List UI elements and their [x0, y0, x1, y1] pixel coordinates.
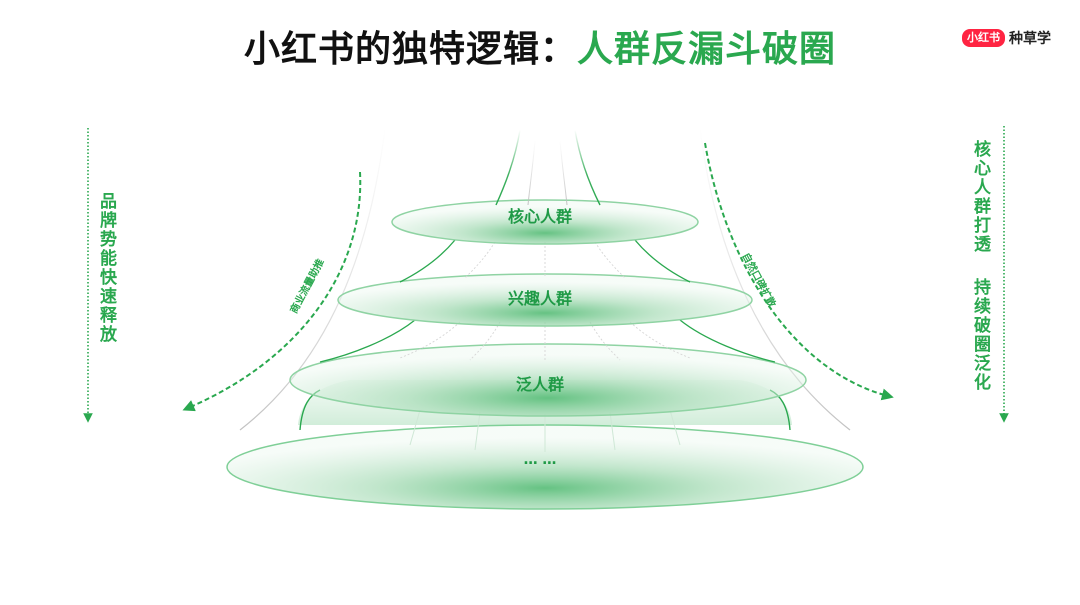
left-axis-label: 品牌势能快速释放: [96, 192, 116, 344]
page-title: 小红书的独特逻辑：人群反漏斗破圈: [0, 28, 1080, 72]
brand-name: 种草学: [1009, 31, 1051, 47]
right-curve-arrow: [704, 142, 894, 401]
ring-1-disc: [391, 199, 699, 245]
title-highlight: 人群反漏斗破圈: [577, 29, 837, 70]
ring-label-core: 核心人群: [507, 207, 572, 226]
right-axis-label-2: 持续破圈泛化: [970, 278, 990, 392]
right-axis-label-1: 核心人群打透: [970, 140, 990, 254]
ring-label-general: 泛人群: [515, 375, 564, 394]
left-curve-arrow: [182, 171, 362, 412]
brand-logo: 小红书 种草学: [962, 28, 1051, 48]
ring-label-more: … …: [523, 452, 557, 468]
ring-3-disc: [289, 343, 807, 417]
xiaohongshu-badge: 小红书: [962, 29, 1005, 47]
ring-label-interest: 兴趣人群: [507, 289, 572, 308]
title-prefix: 小红书的独特逻辑：: [243, 29, 577, 70]
